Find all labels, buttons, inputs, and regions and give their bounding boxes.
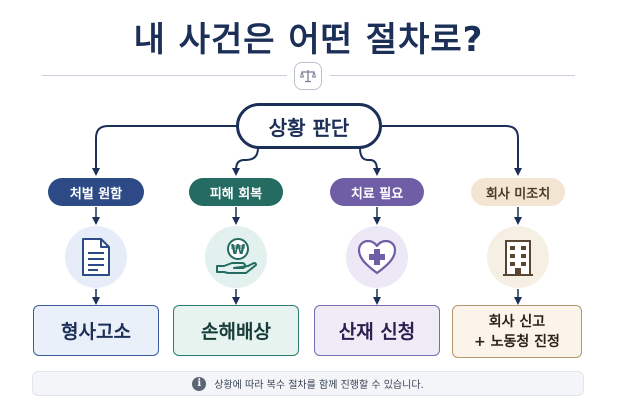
branch-tag-punishment: 처벌 원함: [48, 178, 144, 206]
result-label: 손해배상: [201, 321, 271, 343]
result-company-report: 회사 신고 + 노동청 진정: [452, 305, 582, 358]
result-label: 형사고소: [61, 321, 131, 343]
result-damages: 손해배상: [173, 305, 299, 356]
branch-tag-company: 회사 미조치: [471, 178, 565, 206]
info-icon: i: [192, 376, 207, 391]
connector-root-3: [359, 147, 381, 176]
info-note: i 상황에 따라 복수 절차를 함께 진행할 수 있습니다.: [32, 371, 584, 396]
connector-root-2: [232, 147, 259, 176]
connector-root-1: [92, 125, 236, 176]
result-industrial-accident: 산재 신청: [314, 305, 440, 356]
title-divider-right: [330, 75, 575, 76]
svg-text:₩: ₩: [231, 243, 246, 258]
branch-tag-treatment: 치료 필요: [330, 178, 424, 206]
info-note-text: 상황에 따라 복수 절차를 함께 진행할 수 있습니다.: [214, 380, 424, 391]
heart-medical-icon: [346, 226, 408, 288]
branch-tag-recovery: 피해 회복: [189, 178, 283, 206]
result-label: 회사 신고: [488, 313, 546, 330]
result-criminal-complaint: 형사고소: [33, 305, 159, 356]
connector-root-4: [382, 125, 522, 176]
result-label-line2: + 노동청 진정: [474, 333, 560, 350]
document-icon: [65, 226, 127, 288]
money-hand-icon: ₩: [205, 226, 267, 288]
scales-icon: [294, 62, 322, 90]
page-title: 내 사건은 어떤 절차로?: [133, 20, 484, 60]
root-node-situation: 상황 판단: [236, 103, 382, 149]
building-icon: [487, 226, 549, 288]
title-divider-left: [42, 75, 287, 76]
result-label: 산재 신청: [338, 321, 416, 343]
